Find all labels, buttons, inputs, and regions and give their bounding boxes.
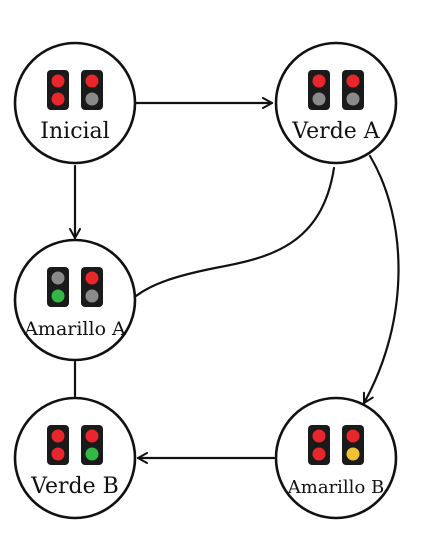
state-label-amarillo-b: Amarillo B	[287, 477, 384, 498]
light-bottom-red	[51, 447, 65, 461]
state-circle	[13, 41, 137, 165]
light-top-red	[312, 74, 326, 88]
state-verde-a: Verde A	[274, 41, 398, 165]
state-circle	[13, 238, 137, 362]
traffic-light-icon	[342, 425, 364, 465]
traffic-light-icon	[47, 70, 69, 110]
light-top-red	[51, 74, 65, 88]
light-bottom-off	[346, 92, 360, 106]
light-bottom-off	[85, 289, 99, 303]
state-circle	[13, 396, 137, 520]
state-amarillo-a: Amarillo A	[13, 238, 137, 362]
state-inicial: Inicial	[13, 41, 137, 165]
light-bottom-green	[51, 289, 65, 303]
traffic-light-icon	[308, 70, 330, 110]
light-top-red	[51, 429, 65, 443]
light-bottom-red	[312, 447, 326, 461]
transition-verde-a-to-amarillo-a	[134, 166, 336, 298]
state-label-inicial: Inicial	[40, 119, 109, 144]
traffic-light-icon	[81, 70, 103, 110]
light-top-red	[312, 429, 326, 443]
light-top-off	[51, 271, 65, 285]
light-bottom-green	[85, 447, 99, 461]
transitions-layer	[69, 97, 400, 464]
light-top-red	[346, 74, 360, 88]
light-top-red	[85, 429, 99, 443]
traffic-light-icon	[81, 267, 103, 307]
light-top-red	[85, 271, 99, 285]
light-bottom-off	[312, 92, 326, 106]
traffic-light-icon	[47, 425, 69, 465]
states-layer: Inicial Verde A Amarillo A Verde B Amarillo …	[13, 41, 398, 520]
light-bottom-red	[51, 92, 65, 106]
state-label-amarillo-a: Amarillo A	[23, 318, 126, 340]
light-bottom-off	[85, 92, 99, 106]
light-top-red	[346, 429, 360, 443]
state-amarillo-b: Amarillo B	[274, 396, 398, 520]
state-verde-b: Verde B	[13, 396, 137, 520]
traffic-light-icon	[81, 425, 103, 465]
traffic-light-icon	[308, 425, 330, 465]
traffic-light-icon	[47, 267, 69, 307]
transition-verde-a-to-amarillo-b	[362, 154, 400, 405]
traffic-light-icon	[342, 70, 364, 110]
state-circle	[274, 396, 398, 520]
state-label-verde-a: Verde A	[291, 119, 381, 144]
state-label-verde-b: Verde B	[30, 474, 119, 499]
light-bottom-yellow	[346, 447, 360, 461]
light-top-red	[85, 74, 99, 88]
state-circle	[274, 41, 398, 165]
